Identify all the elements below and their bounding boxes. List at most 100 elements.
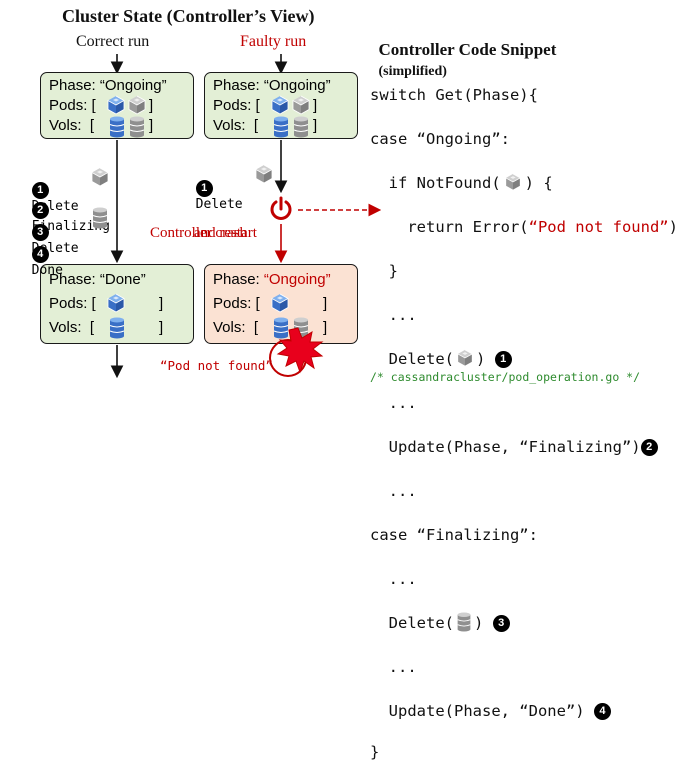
step-badge: 3	[31, 224, 49, 241]
code-text: if NotFound(	[370, 174, 501, 192]
state-box-faulty-top: Phase: “Ongoing” Pods: [ ] Vols: [ ]	[204, 72, 358, 139]
pods-label: Pods: [	[49, 97, 96, 114]
pod-blue-icon	[106, 293, 126, 313]
code-line: case “Ongoing”:	[370, 130, 510, 148]
code-badge: 2	[640, 439, 658, 456]
code-text: ) {	[524, 174, 553, 192]
vols-label: Vols: [	[213, 319, 259, 336]
vols-label: Vols: [	[49, 117, 95, 134]
code-text: Update(Phase, “Done”)	[370, 702, 585, 720]
pods-close: ]	[149, 97, 154, 114]
left-title: Cluster State (Controller’s View)	[62, 6, 315, 26]
pod-gray-icon	[127, 95, 147, 115]
right-title-sub: (simplified)	[378, 64, 447, 79]
code-line: if NotFound( ) {	[370, 172, 678, 194]
power-crash-icon	[270, 196, 292, 220]
code-string: “Pod not found”	[528, 218, 669, 236]
phase-row: Phase: “Done”	[49, 271, 146, 288]
pod-gray-icon	[90, 167, 110, 187]
vols-close: ]	[313, 117, 318, 134]
vols-close: ]	[159, 319, 164, 336]
crash-label-line2: and restart	[194, 225, 257, 241]
step-label: Finalizing	[31, 219, 110, 234]
step-label: Delete	[195, 197, 243, 212]
state-box-faulty-bottom: Phase: “Ongoing” Pods: [ ] Vols: [ ]	[204, 264, 358, 344]
state-box-correct-bottom: Phase: “Done” Pods: [ ] Vols: [ ]	[40, 264, 194, 344]
pods-close: ]	[159, 295, 164, 312]
phase-row: Phase: “Ongoing”	[49, 77, 167, 94]
phase-prefix: Phase:	[213, 271, 264, 288]
phase-prefix: Phase:	[49, 271, 100, 288]
pod-blue-icon	[270, 293, 290, 313]
pod-gray-icon	[456, 349, 474, 367]
code-text: Update(Phase, “Finalizing”)	[370, 438, 641, 456]
code-comment: /* cassandracluster/pod_operation.go */	[370, 370, 641, 384]
code-line: }	[370, 743, 380, 761]
code-text: )	[476, 350, 486, 368]
code-line: ...	[370, 658, 417, 676]
code-text: )	[668, 218, 678, 236]
right-title-main: Controller Code Snippet	[378, 40, 557, 59]
crash-label: Controller crash and restart	[150, 203, 257, 263]
code-line: }	[370, 262, 398, 280]
vol-blue-icon	[109, 317, 125, 339]
code-badge: 1	[494, 351, 512, 368]
pods-row: Pods: [	[49, 295, 96, 312]
vol-blue-icon	[273, 116, 289, 138]
pod-gray-icon	[504, 173, 522, 191]
correct-run-label: Correct run	[76, 33, 150, 50]
phase-value: “Ongoing”	[263, 77, 331, 94]
pod-gray-icon	[254, 164, 274, 184]
phase-value: “Ongoing”	[263, 271, 331, 288]
crash-label-line1: Controller crash	[150, 225, 248, 241]
pods-close: ]	[323, 295, 328, 312]
pods-row: Pods: [	[213, 97, 260, 114]
code-line: ...	[370, 570, 417, 588]
code-snippet: switch Get(Phase){ case “Ongoing”: if No…	[370, 62, 678, 778]
code-line: case “Finalizing”:	[370, 526, 538, 544]
faulty-step-1: 1 Delete	[180, 165, 243, 212]
step-badge: 1	[195, 180, 213, 197]
faulty-run-label: Faulty run	[240, 33, 307, 50]
step-4: 4 Done	[16, 231, 63, 278]
vols-label: Vols: [	[213, 117, 259, 134]
code-line: Delete() 3	[370, 612, 678, 634]
vols-label: Vols: [	[49, 319, 95, 336]
step-label: Done	[31, 263, 63, 278]
step-badge: 1	[31, 182, 49, 199]
vol-gray-icon	[129, 116, 145, 138]
phase-value: “Ongoing”	[99, 77, 167, 94]
vol-gray-icon	[92, 207, 108, 229]
pods-label: Pods: [	[49, 295, 96, 312]
code-line: Update(Phase, “Finalizing”)2	[370, 436, 678, 458]
phase-prefix: Phase:	[213, 77, 264, 94]
step-badge: 2	[31, 202, 49, 219]
code-line: Delete() 1	[370, 348, 678, 370]
vol-gray-icon	[293, 116, 309, 138]
code-text: Delete(	[370, 350, 454, 368]
pods-row: Pods: [	[49, 97, 96, 114]
state-box-correct-top: Phase: “Ongoing” Pods: [ ] Vols: [ ]	[40, 72, 194, 139]
pod-blue-icon	[270, 95, 290, 115]
vols-close: ]	[149, 117, 154, 134]
pods-label: Pods: [	[213, 97, 260, 114]
right-title: Controller Code Snippet (simplified)	[370, 20, 557, 80]
phase-value: “Done”	[99, 271, 146, 288]
vols-row: Vols: [	[213, 319, 258, 336]
vol-blue-icon	[109, 116, 125, 138]
phase-prefix: Phase:	[49, 77, 100, 94]
error-label: “Pod not found”	[160, 358, 273, 373]
flow-arrows	[110, 54, 382, 379]
code-line: Update(Phase, “Done”) 4	[370, 700, 678, 722]
pods-row: Pods: [	[213, 295, 260, 312]
code-text: )	[474, 614, 484, 632]
step-2: 2 Finalizing	[16, 187, 110, 234]
vols-row: Vols: [	[49, 117, 94, 134]
pod-blue-icon	[106, 95, 126, 115]
code-badge: 4	[593, 703, 611, 720]
code-badge: 3	[492, 615, 510, 632]
pods-label: Pods: [	[213, 295, 260, 312]
code-text: Delete(	[370, 614, 454, 632]
phase-row: Phase: “Ongoing”	[213, 271, 331, 288]
code-line: ...	[370, 482, 417, 500]
